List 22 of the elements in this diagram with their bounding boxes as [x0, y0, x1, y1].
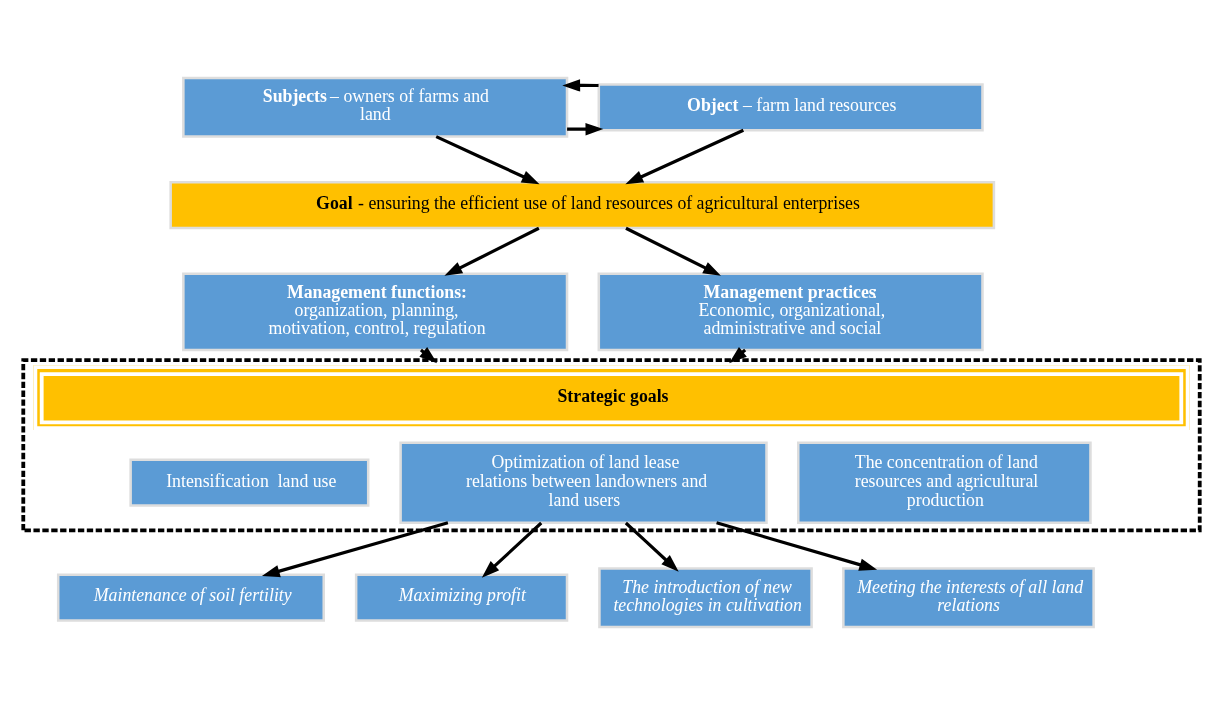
- arrow: [481, 521, 543, 578]
- node-box: Optimization of land lease relations between landowners and land users: [399, 440, 768, 524]
- arrow: [625, 226, 721, 276]
- node-box: Maintenance of soil fertility: [56, 573, 325, 622]
- arrow: [562, 78, 599, 92]
- node-box: The introduction of new technologies in cultivation: [598, 566, 813, 628]
- arrow: [261, 520, 449, 577]
- node-box: Meeting the interests of all land relations: [842, 566, 1095, 628]
- arrow: [716, 520, 878, 571]
- arrow: [624, 521, 679, 572]
- node-box: Object – farm land resources: [597, 82, 984, 131]
- node-box: Maximizing profit: [354, 573, 569, 622]
- node-box: Goal - ensuring the efficient use of land resources of agricultural enterprises: [169, 180, 996, 229]
- arrow: [567, 122, 604, 135]
- node-box: Intensification land use: [129, 458, 370, 507]
- arrow: [444, 226, 540, 276]
- node-box: Subjects – owners of farms and land: [182, 76, 569, 138]
- node-box: The concentration of land resources and agricultural production: [797, 440, 1092, 524]
- arrow: [625, 128, 744, 184]
- node-box: Management practices: Economic, organizational, administrative and social: [597, 271, 984, 351]
- node-box: Management functions: organization, planning, motivation, control, regulation: [182, 271, 569, 351]
- arrow: [435, 134, 540, 184]
